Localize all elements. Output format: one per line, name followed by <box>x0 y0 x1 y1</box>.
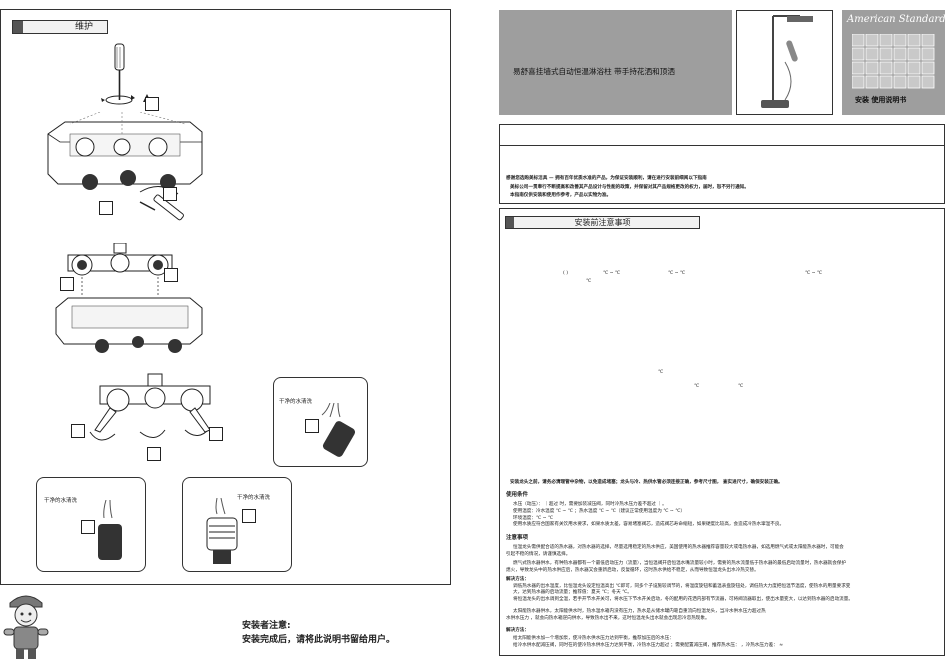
step-box-5 <box>164 268 178 282</box>
rinse-label-right: 干净的水清洗 <box>279 399 313 405</box>
precautions-section-title: 安装前注意事项 <box>505 216 700 229</box>
brand-grid-cell <box>893 75 907 89</box>
solar-line-1: 太阳能热水器供水，太阳能供水时，热水温水箱内没有压力，热水是从储水罐内靠自重流向… <box>513 609 766 614</box>
brand-grid-pattern <box>852 34 935 89</box>
brand-grid-cell <box>852 47 865 61</box>
rotate-arrow-icon <box>139 186 184 221</box>
shower-column-illustration <box>761 15 813 108</box>
caution-line-3: 燃气式热水器供水，有种热水器都有一个最低启动压力（流量），当恒温阀开启恒温水嘴流… <box>513 561 847 566</box>
brand-grid-cell <box>879 61 893 75</box>
brand-grid-cell <box>852 34 865 47</box>
brand-grid-cell <box>921 61 935 75</box>
thermostat-housing-illustration-2 <box>55 297 203 353</box>
brand-logo: American Standard <box>847 14 946 25</box>
brand-grid-cell <box>852 75 865 89</box>
brand-grid-cell <box>921 34 935 47</box>
cartridge-rinse-icon-left <box>98 500 122 560</box>
solar-line-2: 水供水压力 ，就会向热水箱逆向供水，导致热水出不来，这时恒温龙头出水就会出现忽冷… <box>506 616 710 621</box>
step-box-10 <box>81 520 95 534</box>
caution-title: 注意事项 <box>506 535 529 541</box>
usage-line-1: 水压（动压）： ｜超过 时，需要加装减压阀，同时冷热水压力差不超过 ｜。 <box>513 502 667 507</box>
intro-line-3: 本指南仅供安装和使用作参考，产品以实物为准。 <box>510 193 612 198</box>
precaution-fragment-b: ℃ ~ ℃ <box>603 271 621 276</box>
pre-install-note: 安装龙头之前，请务必清理管中杂物，以免造成堵塞；龙头与冷、热供水管必须连接正确，… <box>510 480 783 485</box>
usage-line-4: 使用水质应符合国家有关饮用水要求，如果水质太差，容易堵塞阀芯，造成阀芯寿命缩短，… <box>513 522 785 527</box>
left-page-frame <box>0 9 451 585</box>
brand-grid-cell <box>879 34 893 47</box>
brand-grid-cell <box>879 47 893 61</box>
brand-grid-cell <box>893 47 907 61</box>
thermostat-housing-illustration-1 <box>47 112 203 190</box>
brand-grid-cell <box>893 61 907 75</box>
brand-grid-cell <box>907 47 921 61</box>
brand-grid-cell <box>852 61 865 75</box>
solution-line-2: 大，达到热水器的启动流量；推荐值：夏天 ℃；冬天 ℃。 <box>513 590 632 595</box>
caution-line-4: 熄火，导致龙头中的热水供应后，热水器又会重新启动，反复循环，这时热水供给不稳定，… <box>506 568 759 573</box>
brand-grid-cell <box>907 34 921 47</box>
caution-line-1: 恒温龙头需供配合适的热水器，对热水器的选择，尽量选用稳定的热水供应，美国使用的热… <box>513 545 844 550</box>
usage-conditions-title: 使用条件 <box>506 492 529 498</box>
rinse-callout-right <box>273 377 368 467</box>
precaution-fragment-g: ℃ <box>694 384 700 389</box>
solution-line-5: 给冷水供水配减压阀，同时在的使冷热水供水压力达到平衡，冷热水压力超过 ；需要配置… <box>513 643 784 648</box>
precaution-fragment-c: ℃ ~ ℃ <box>668 271 686 276</box>
precaution-fragment-h: ℃ <box>738 384 744 389</box>
rinse-label-middle: 干净的水清洗 <box>237 495 271 501</box>
cover-title-banner <box>499 10 732 115</box>
step-box-4 <box>60 277 74 291</box>
valve-body-illustration <box>67 243 173 295</box>
solution-line-1: 调低热水器的出水温度，比恒温龙头设定恒温高出 ℃即可，同多个子设施较调节的，将温… <box>513 584 851 589</box>
intro-line-2: 美标公司一贯奉行不断提高和改善其产品设计与性能的政策，并保留对其产品规格更改的权… <box>510 185 749 190</box>
brand-grid-cell <box>879 75 893 89</box>
brand-grid-cell <box>865 61 879 75</box>
brand-grid-cell <box>907 75 921 89</box>
precaution-fragment-d: ℃ ~ ℃ <box>805 271 823 276</box>
step-box-3 <box>163 187 177 201</box>
step-box-9 <box>305 419 319 433</box>
manual-label: 安装 使用说明书 <box>855 96 907 104</box>
step-box-7 <box>147 447 161 461</box>
intro-top-bar <box>499 124 945 146</box>
step-box-2 <box>99 201 113 215</box>
cartridge-rinse-icon-middle <box>206 498 238 564</box>
brand-grid-cell <box>921 47 935 61</box>
solution-title-2: 解决方法： <box>506 628 529 633</box>
usage-line-3: 环境温度：℃ ~ ℃ <box>513 516 554 521</box>
intro-box <box>499 124 945 204</box>
precaution-fragment-a: ( ) <box>563 271 569 276</box>
step-box-1 <box>145 97 159 111</box>
step-box-8 <box>209 427 223 441</box>
cartridge-rinse-icon-right <box>321 403 356 457</box>
maintenance-section-title: 维护 <box>12 20 108 34</box>
rinse-callout-left <box>36 477 146 572</box>
usage-line-2: 使用温度：冷水温度 ℃ ~ ℃ ；热水温度 ℃ ~ ℃（建议正常使用温度为 ℃ … <box>513 509 685 514</box>
brand-grid-cell <box>921 75 935 89</box>
brand-grid-cell <box>865 75 879 89</box>
brand-grid-cell <box>893 34 907 47</box>
product-title: 易舒喜挂墙式自动恒温淋浴柱 带手持花洒和顶洒 <box>513 67 675 76</box>
solution-line-4: 给太阳能供水加一个增加泵，使冷热水供水压力达到平衡，推荐加压后的水压： <box>513 636 674 641</box>
step-box-11 <box>242 509 256 523</box>
brand-grid-cell <box>865 34 879 47</box>
precaution-fragment-f: ℃ <box>658 370 664 375</box>
solution-line-3: 将恒温龙头的出水调到全温，若手开节水开关可，将水压下节水开关启动，冬的配用的花洒… <box>513 597 853 602</box>
intro-line-1: 感谢您选购美标洁具 — 拥有百年优质水准的产品，为保证安装顺利，请在进行安装前细… <box>506 176 707 181</box>
installer-note-title: 安装者注意: <box>242 621 291 631</box>
rinse-label-left: 干净的水清洗 <box>44 498 78 504</box>
installer-note-text: 安装完成后，请将此说明书留给用户。 <box>242 635 396 645</box>
step-box-6 <box>71 424 85 438</box>
precaution-fragment-e: ℃ <box>586 279 592 284</box>
caution-line-2: 引起不稳的情况，请谨慎选择。 <box>506 552 571 557</box>
brand-grid-cell <box>865 47 879 61</box>
worker-mascot-icon <box>3 595 49 659</box>
brand-grid-cell <box>907 61 921 75</box>
rinse-callout-middle <box>182 477 292 572</box>
product-photo-frame <box>736 10 833 115</box>
valve-wrench-illustration <box>89 373 211 441</box>
solution-title-1: 解决方法： <box>506 577 529 582</box>
precautions-box <box>499 208 945 656</box>
